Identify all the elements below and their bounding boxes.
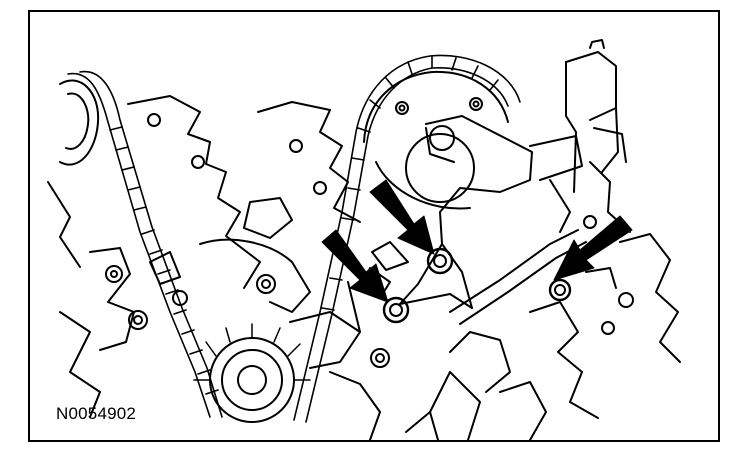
chain-guide-bracket — [347, 115, 533, 333]
callout-arrow-upper — [369, 179, 435, 255]
right-timing-chain — [293, 54, 521, 423]
left-head-casting — [59, 95, 261, 418]
bolt-upper — [426, 247, 454, 275]
callout-arrow-right — [553, 215, 633, 281]
right-chain-guide-rail — [405, 229, 587, 440]
highlighted-bolts — [382, 247, 572, 324]
camshaft-sprocket — [363, 70, 509, 210]
figure-reference-code: N0054902 — [56, 404, 137, 423]
bolt-right — [548, 278, 572, 302]
diagram-frame: N0054902 — [28, 10, 720, 442]
chain-tensioner — [529, 39, 631, 233]
bolt-lower — [382, 296, 410, 324]
left-sprocket — [47, 79, 100, 268]
lower-idler-pulley — [193, 323, 311, 423]
center-block-casting — [199, 101, 390, 440]
timing-chain-cover-illustration — [47, 39, 681, 440]
callout-arrow-lower — [321, 229, 389, 303]
right-head-casting — [529, 215, 681, 419]
left-timing-chain — [67, 70, 223, 418]
